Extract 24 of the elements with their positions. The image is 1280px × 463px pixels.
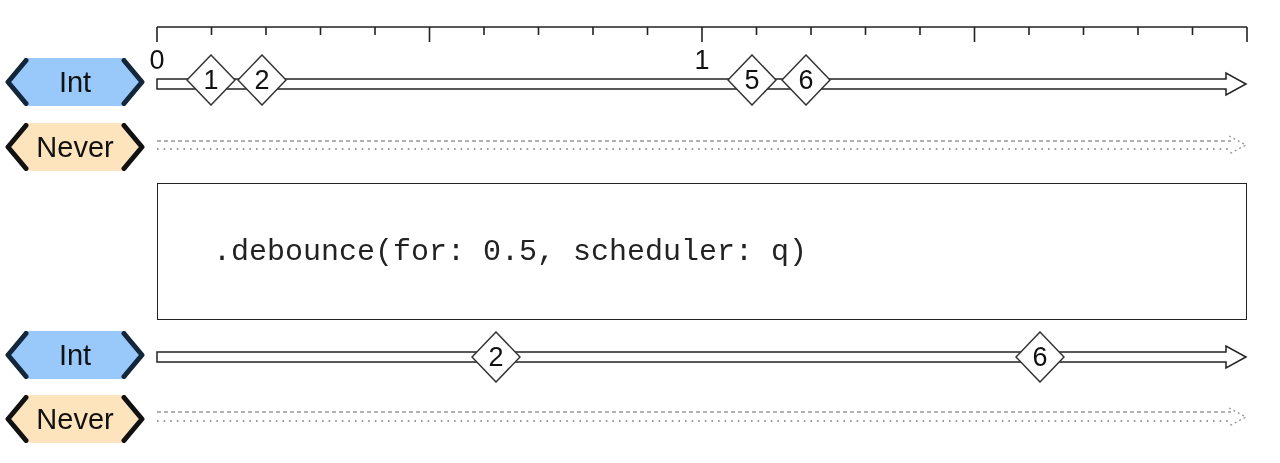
event-diamond <box>1015 331 1065 383</box>
event-value: 6 <box>798 66 814 94</box>
type-label: Never <box>36 404 114 434</box>
event-value: 6 <box>1032 343 1048 371</box>
event-diamond <box>237 54 287 106</box>
axis-tick-label: 0 <box>148 45 166 75</box>
operator-box <box>157 183 1247 320</box>
type-label: Never <box>36 132 114 162</box>
event-diamond <box>781 54 831 106</box>
type-tag <box>5 58 145 106</box>
event-value: 2 <box>488 343 504 371</box>
event-diamond <box>471 331 521 383</box>
type-tag <box>5 123 145 171</box>
operator-code: .debounce(for: 0.5, scheduler: q) <box>213 236 808 267</box>
event-diamond <box>727 54 777 106</box>
type-tag <box>5 331 145 379</box>
type-label: Int <box>58 340 92 370</box>
event-value: 5 <box>744 66 760 94</box>
type-tag <box>5 395 145 443</box>
event-value: 2 <box>254 66 270 94</box>
event-diamond <box>186 54 236 106</box>
axis-tick-label: 1 <box>693 45 711 75</box>
event-value: 1 <box>203 66 219 94</box>
type-label: Int <box>58 67 92 97</box>
